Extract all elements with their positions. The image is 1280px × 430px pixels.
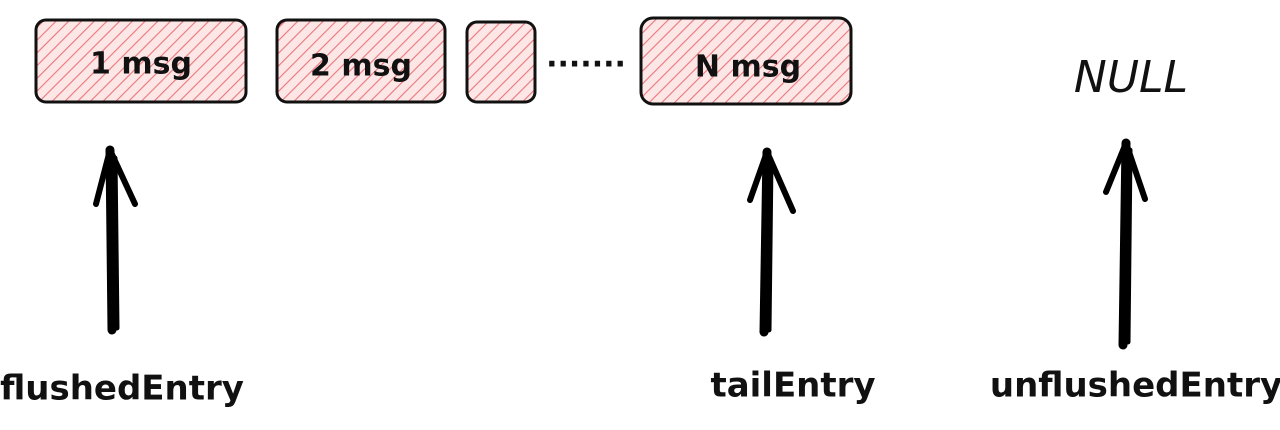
message-box-1-label: 1 msg	[90, 47, 192, 82]
message-box-n: N msg	[639, 16, 853, 106]
tail-entry-arrow	[747, 147, 796, 337]
message-box-2-label: 2 msg	[310, 49, 412, 84]
tail-entry-label: tailEntry	[710, 366, 875, 406]
flushed-entry-arrow	[93, 145, 138, 335]
ellipsis: .......	[546, 40, 626, 75]
message-box-2: 2 msg	[275, 18, 447, 104]
unflushed-entry-label: unflushedEntry	[990, 366, 1280, 406]
message-box-small	[465, 20, 537, 104]
flushed-entry-label: flushedEntry	[0, 369, 244, 409]
message-box-n-label: N msg	[695, 50, 801, 85]
null-label: NULL	[1074, 52, 1188, 103]
message-box-1: 1 msg	[34, 18, 248, 104]
unflushed-entry-arrow	[1103, 138, 1148, 350]
